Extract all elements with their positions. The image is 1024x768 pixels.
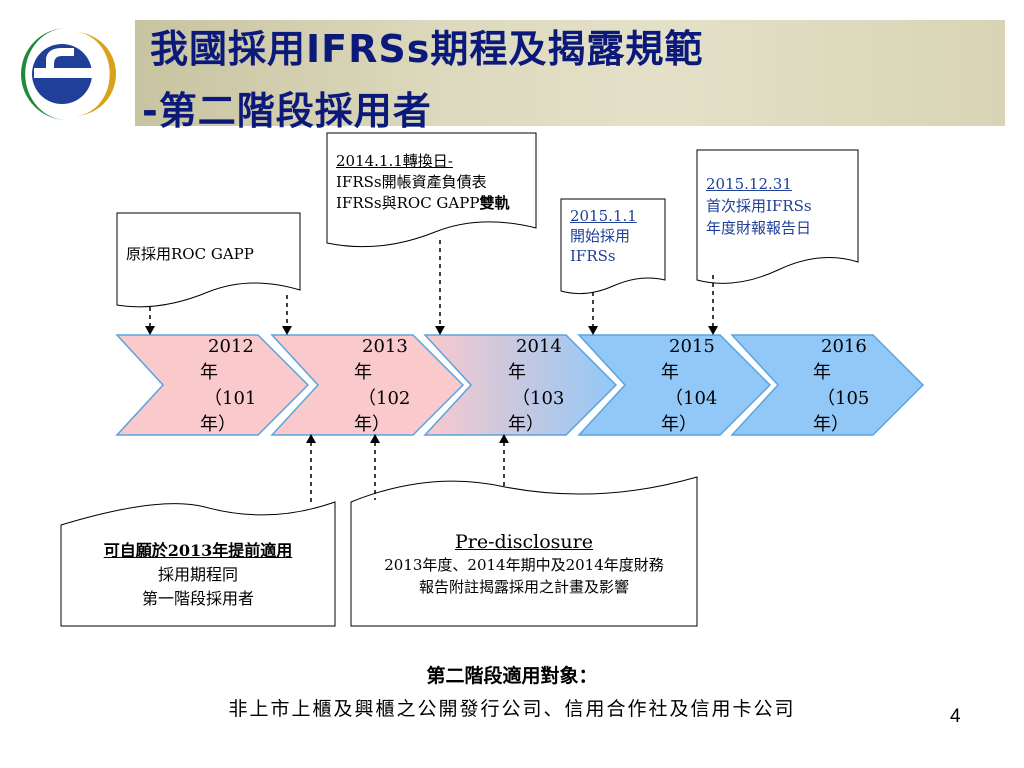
header-banner <box>135 20 1005 126</box>
callout-transition-shape <box>326 132 537 248</box>
chevron-2015 <box>577 334 772 436</box>
chevron-2014 <box>423 334 618 436</box>
callout-predisclosure-shape <box>350 476 698 627</box>
callout-first-report-text: 2015.12.31 首次採用IFRSs 年度財報報告日 <box>706 175 812 237</box>
logo-icon <box>17 26 117 122</box>
page-title-line2: -第二階段採用者 <box>142 89 432 133</box>
callout-transition-text: 2014.1.1轉換日- IFRSs開帳資產負債表 IFRSs與ROC GAPP… <box>336 152 510 212</box>
callout-early-text: 可自願於2013年提前適用 採用期程同 第一階段採用者 <box>103 541 293 608</box>
chevron-2013 <box>270 334 465 436</box>
footer-heading: 第二階段適用對象： <box>426 665 598 687</box>
callout-adoption-text: 2015.1.1 開始採用 IFRSs <box>570 207 637 265</box>
page-title-line1: 我國採用IFRSs期程及揭露規範 <box>150 27 704 71</box>
callout-original-text: 原採用ROC GAPP <box>126 245 254 263</box>
footer-text: 非上市上櫃及興櫃之公開發行公司、信用合作社及信用卡公司 <box>228 698 796 720</box>
page-number: 4 <box>950 706 961 727</box>
callout-first-report-shape <box>696 149 859 284</box>
callout-original-shape <box>116 212 301 308</box>
callout-early-shape <box>60 501 336 627</box>
callout-predisclosure-text: Pre-disclosure 2013年度、2014年期中及2014年度財務 報… <box>384 531 664 596</box>
callout-adoption-shape <box>560 198 666 295</box>
chevron-2012 <box>115 334 310 436</box>
chevron-2016 <box>730 334 925 436</box>
